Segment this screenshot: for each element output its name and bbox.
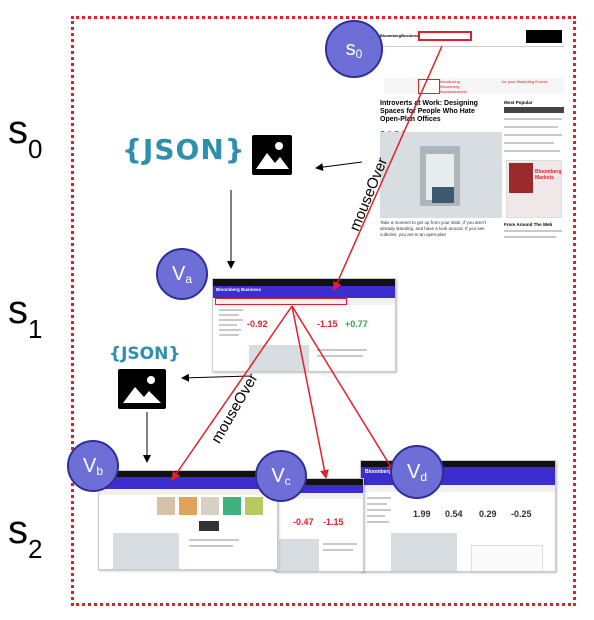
vb-page-screenshot — [98, 470, 278, 570]
s0-header-block — [526, 30, 562, 43]
s0-nav-highlight — [418, 31, 472, 41]
va-value-2: -1.15 — [317, 319, 338, 329]
json-image-group-s1: {JSON} — [109, 344, 180, 364]
diagram-frame — [71, 16, 576, 606]
json-icon-large: {JSON} — [122, 133, 246, 166]
arrow-va-to-vb — [171, 305, 293, 481]
arrow-s0-to-json — [315, 161, 363, 172]
arrow-va-to-json-small — [181, 373, 251, 382]
arrow-va-to-vd — [291, 305, 395, 473]
vd-value-2: 0.54 — [445, 509, 463, 519]
image-icon-large — [252, 135, 292, 175]
vd-value-4: -0.25 — [511, 509, 532, 519]
s0-body-text: Take a moment to get up from your desk, … — [380, 220, 487, 237]
vd-value-1: 1.99 — [413, 509, 431, 519]
va-page-screenshot: Bloomberg Business -0.92 -1.15 +0.77 — [212, 278, 396, 372]
arrow-va-to-vc — [291, 305, 329, 479]
s0-page-screenshot: BloombergBusiness Introducing Bloomberg … — [376, 28, 568, 264]
arrow-s0-to-va — [333, 45, 443, 291]
s0-headline: Introverts at Work: Designing Spaces for… — [380, 100, 478, 123]
vc-value-2: -1.15 — [323, 517, 344, 527]
json-icon-small: {JSON} — [109, 344, 181, 364]
s0-sidebar-title: Most Popular — [504, 100, 533, 105]
vb-avatar-row — [157, 495, 277, 517]
va-value-1: -0.92 — [247, 319, 268, 329]
image-icon-small — [118, 369, 166, 409]
s0-bottom-title: From Around The Web — [504, 222, 553, 227]
s0-logo: BloombergBusiness — [380, 33, 419, 38]
vc-value-1: -0.47 — [293, 517, 314, 527]
vd-value-3: 0.29 — [479, 509, 497, 519]
s0-ad-banner: Introducing Bloomberg Businessweek+ for … — [384, 78, 564, 94]
s0-article-photo — [380, 132, 502, 218]
state-label-s0: s0 — [8, 108, 43, 164]
s0-side-ad: Bloomberg Markets — [506, 160, 562, 218]
state-label-s1: s1 — [8, 288, 43, 344]
va-nav-highlight — [215, 298, 347, 305]
va-logo: Bloomberg Business — [216, 287, 262, 292]
va-value-3: +0.77 — [345, 319, 368, 329]
json-image-group-s0: {JSON} — [122, 133, 246, 166]
state-label-s2: s2 — [8, 508, 43, 564]
